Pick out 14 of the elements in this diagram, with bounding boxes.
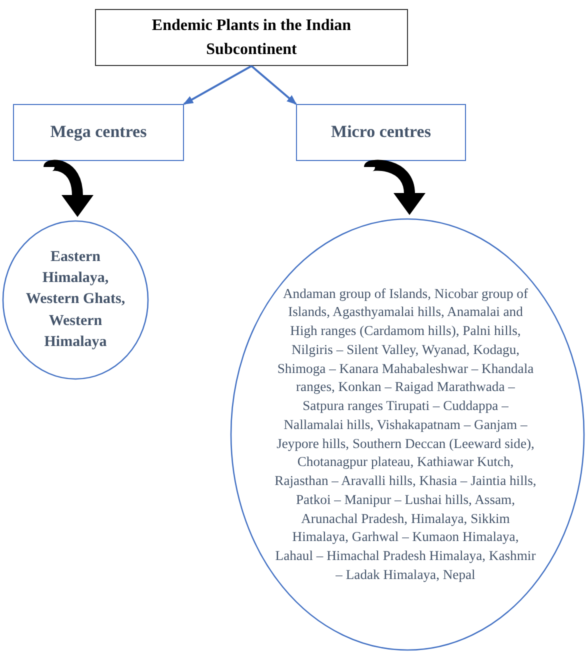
title-box (95, 9, 408, 66)
arrow (183, 65, 252, 105)
title-text: Endemic Plants in the Indian Subcontinent (150, 16, 352, 60)
region-ellipse (230, 218, 585, 651)
category-box (13, 104, 184, 161)
curved-arrow (366, 160, 426, 215)
category-box (296, 104, 466, 161)
arrow (250, 65, 297, 105)
region-list: Andaman group of Islands, Nicobar group of Islands, Agasthyamalai hills, Anamalai and High ranges (Cardamom hills), Palni hills, Nilgiris – Silent Valley, Wyanad, Kodagu, Shimoga – Kanara Mahabaleshwar – Khandala ranges, Konkan – Raigad Marathwada – Satpura ranges Tirupati – Cuddappa – Nallamalai hills, Vishakapatnam – Ganjam – Jeypore hills, Southern Deccan (Leeward side), Chotanagpur plateau, Kathiawar Kutch, Rajasthan – Aravalli hills, Khasia – Jaintia hills, Patkoi – Manipur – Lushai hills, Assam, Arunachal Pradesh, Himalaya, Sikkim Himalaya, Garhwal – Kumaon Himalaya, Lahaul – Himachal Pradesh Himalaya, Kashmir – Ladak Himalaya, Nepal (274, 284, 537, 584)
category-label: Mega centres (50, 122, 147, 143)
region-ellipse (2, 220, 149, 380)
region-list: Eastern Himalaya, Western Ghats, Western Himalaya (24, 246, 127, 354)
category-label: Micro centres (331, 122, 431, 143)
curved-arrow (45, 160, 94, 217)
